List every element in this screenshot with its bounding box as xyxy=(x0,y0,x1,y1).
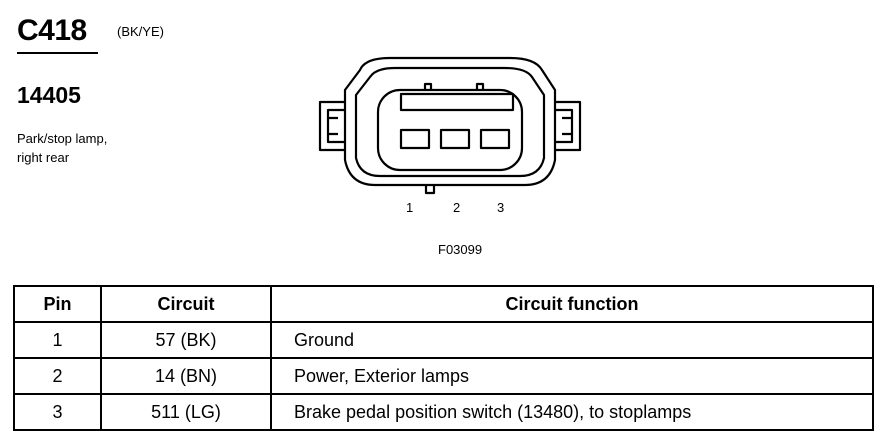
table-row: 1 57 (BK) Ground xyxy=(13,321,874,359)
terminal-cavity-2 xyxy=(439,128,471,150)
component-description: Park/stop lamp, right rear xyxy=(17,129,107,167)
part-number: 14405 xyxy=(17,82,81,108)
cell-pin: 1 xyxy=(13,321,102,359)
pin-table: Pin Circuit Circuit function 1 57 (BK) G… xyxy=(13,285,874,431)
component-description-line-2: right rear xyxy=(17,150,70,165)
connector-key-rail xyxy=(399,92,515,112)
table-row: 3 511 (LG) Brake pedal position switch (… xyxy=(13,393,874,431)
pin-label-2: 2 xyxy=(453,200,461,215)
pin-label-3: 3 xyxy=(497,200,505,215)
connector-right-latch xyxy=(555,100,582,152)
pin-label-1: 1 xyxy=(406,200,414,215)
terminal-cavity-1 xyxy=(399,128,431,150)
figure-id: F03099 xyxy=(438,242,483,257)
connector-color-code: (BK/YE) xyxy=(117,24,164,39)
table-header-row: Pin Circuit Circuit function xyxy=(13,285,874,323)
cell-function: Ground xyxy=(270,321,874,359)
title-underline xyxy=(17,52,98,54)
column-header-function: Circuit function xyxy=(270,285,874,323)
connector-shroud-outer xyxy=(343,56,557,187)
cell-circuit: 511 (LG) xyxy=(100,393,272,431)
cell-function: Power, Exterior lamps xyxy=(270,357,874,395)
connector-cavity xyxy=(376,88,524,172)
cell-circuit: 57 (BK) xyxy=(100,321,272,359)
cell-pin: 3 xyxy=(13,393,102,431)
table-row: 2 14 (BN) Power, Exterior lamps xyxy=(13,357,874,395)
connector-id: C418 xyxy=(17,14,87,47)
column-header-circuit: Circuit xyxy=(100,285,272,323)
cell-circuit: 14 (BN) xyxy=(100,357,272,395)
cell-function: Brake pedal position switch (13480), to … xyxy=(270,393,874,431)
terminal-cavity-3 xyxy=(479,128,511,150)
component-description-line-1: Park/stop lamp, xyxy=(17,131,108,146)
column-header-pin: Pin xyxy=(13,285,102,323)
connector-face-drawing xyxy=(318,56,582,195)
connector-left-latch xyxy=(318,100,345,152)
cell-pin: 2 xyxy=(13,357,102,395)
connector-shroud-inner xyxy=(354,66,546,178)
